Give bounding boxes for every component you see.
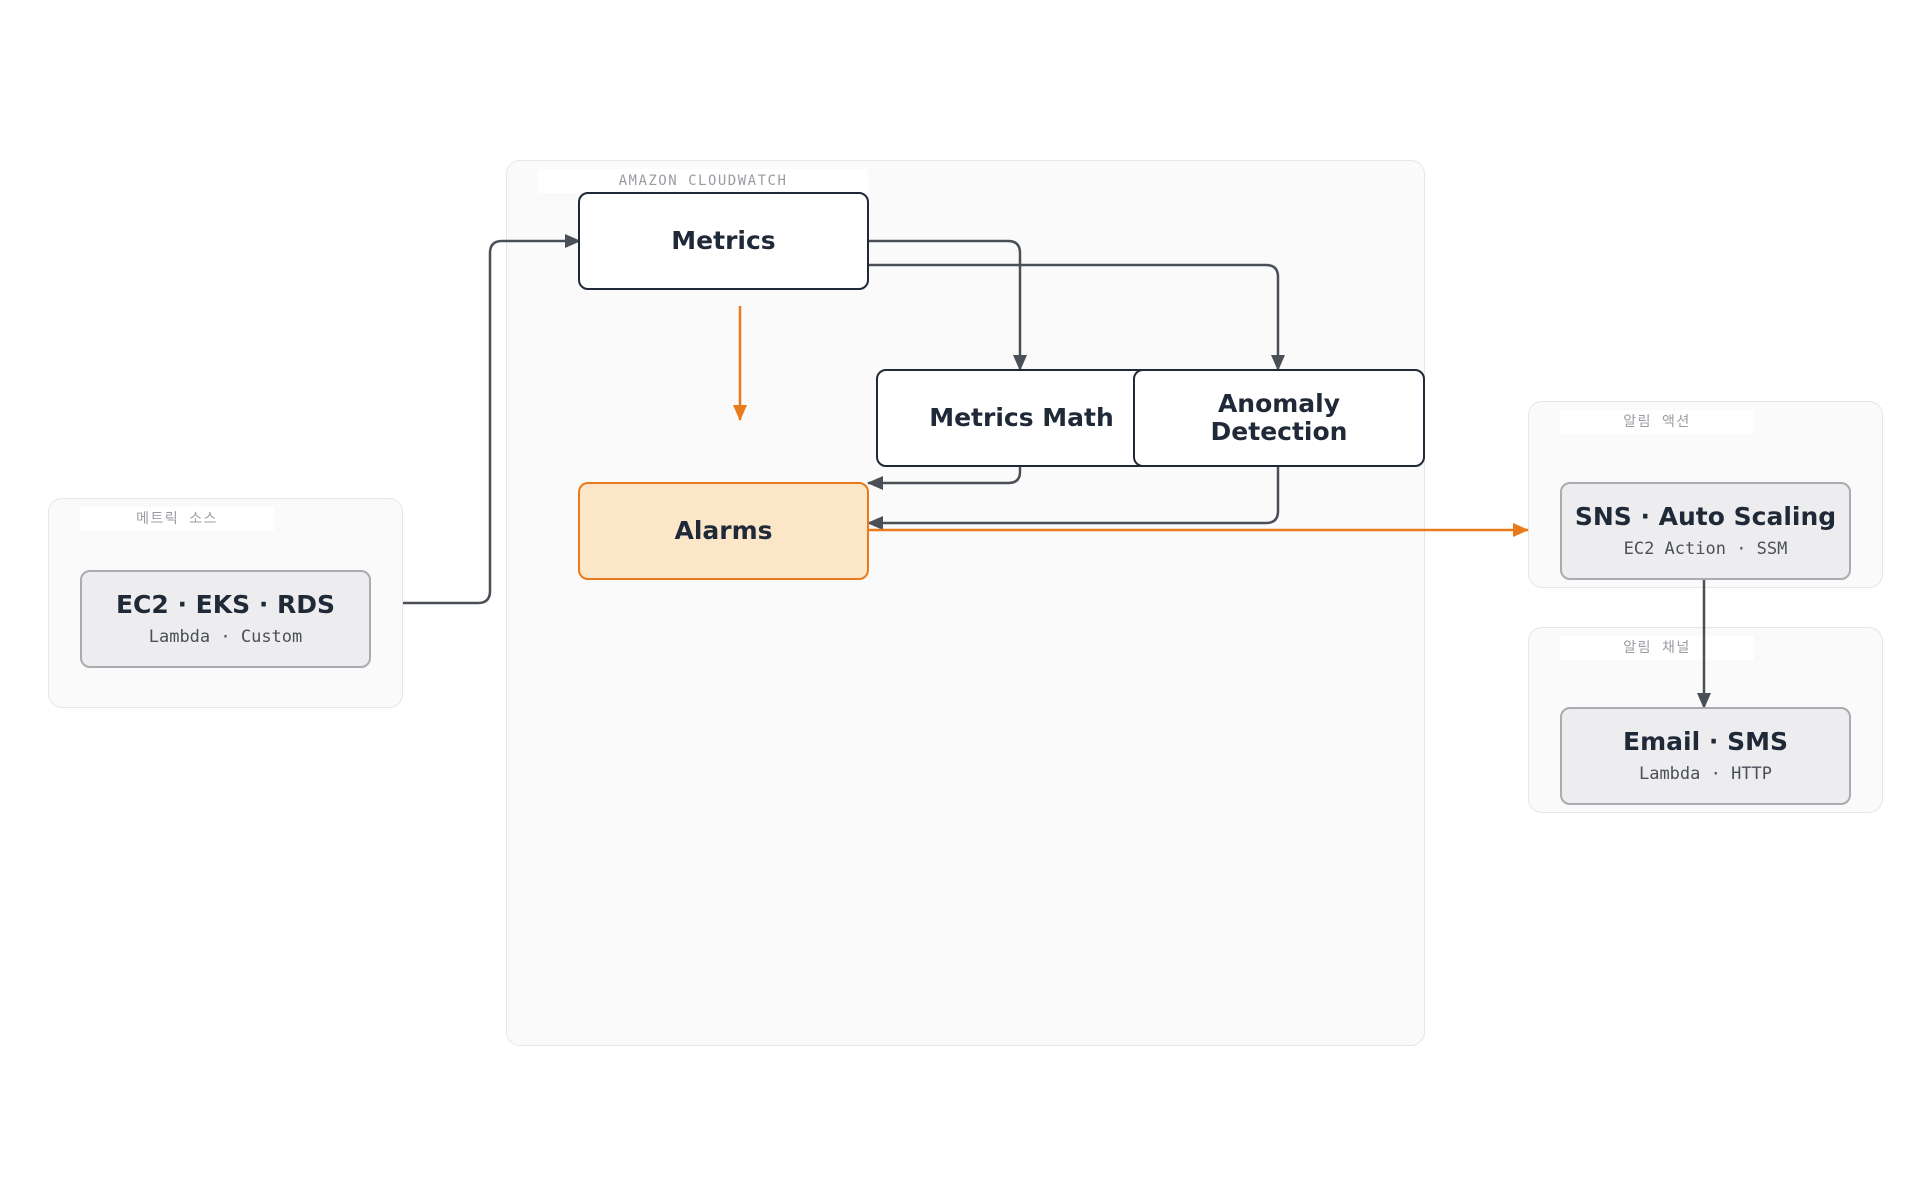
- node-metrics-math-title: Metrics Math: [929, 403, 1114, 432]
- node-sns-auto-scaling-title: SNS · Auto Scaling: [1574, 502, 1837, 531]
- group-label-actions: 알림 액션: [1560, 410, 1754, 434]
- node-metric-sources-subtitle: Lambda · Custom: [148, 627, 303, 647]
- group-label-channels: 알림 채널: [1560, 636, 1754, 660]
- node-metric-sources-title: EC2 · EKS · RDS: [115, 590, 336, 619]
- edge-anomaly-to-alarms: [867, 466, 1280, 530]
- node-alarms[interactable]: Alarms: [578, 482, 869, 580]
- node-metrics-title: Metrics: [671, 226, 776, 255]
- node-sns-auto-scaling[interactable]: SNS · Auto Scaling EC2 Action · SSM: [1560, 482, 1851, 580]
- node-metrics[interactable]: Metrics: [578, 192, 869, 290]
- node-anomaly-detection[interactable]: Anomaly Detection: [1133, 369, 1425, 467]
- node-email-sms-title: Email · SMS: [1623, 727, 1788, 756]
- node-email-sms[interactable]: Email · SMS Lambda · HTTP: [1560, 707, 1851, 805]
- group-cloudwatch: [506, 160, 1425, 1046]
- edge-metrics-math-to-alarms: [867, 466, 1022, 490]
- group-label-sources: 메트릭 소스: [80, 507, 274, 531]
- node-email-sms-subtitle: Lambda · HTTP: [1638, 764, 1773, 784]
- group-label-cloudwatch: AMAZON CLOUDWATCH: [538, 169, 868, 193]
- edge-sources-to-metrics: [403, 234, 581, 605]
- edge-metrics-to-anomaly: [868, 263, 1285, 371]
- node-metric-sources[interactable]: EC2 · EKS · RDS Lambda · Custom: [80, 570, 371, 668]
- node-metrics-math[interactable]: Metrics Math: [876, 369, 1167, 467]
- node-sns-auto-scaling-subtitle: EC2 Action · SSM: [1623, 539, 1788, 559]
- node-alarms-title: Alarms: [674, 516, 773, 545]
- edge-metrics-to-metrics-math: [868, 239, 1027, 371]
- node-anomaly-detection-title: Anomaly Detection: [1210, 389, 1348, 446]
